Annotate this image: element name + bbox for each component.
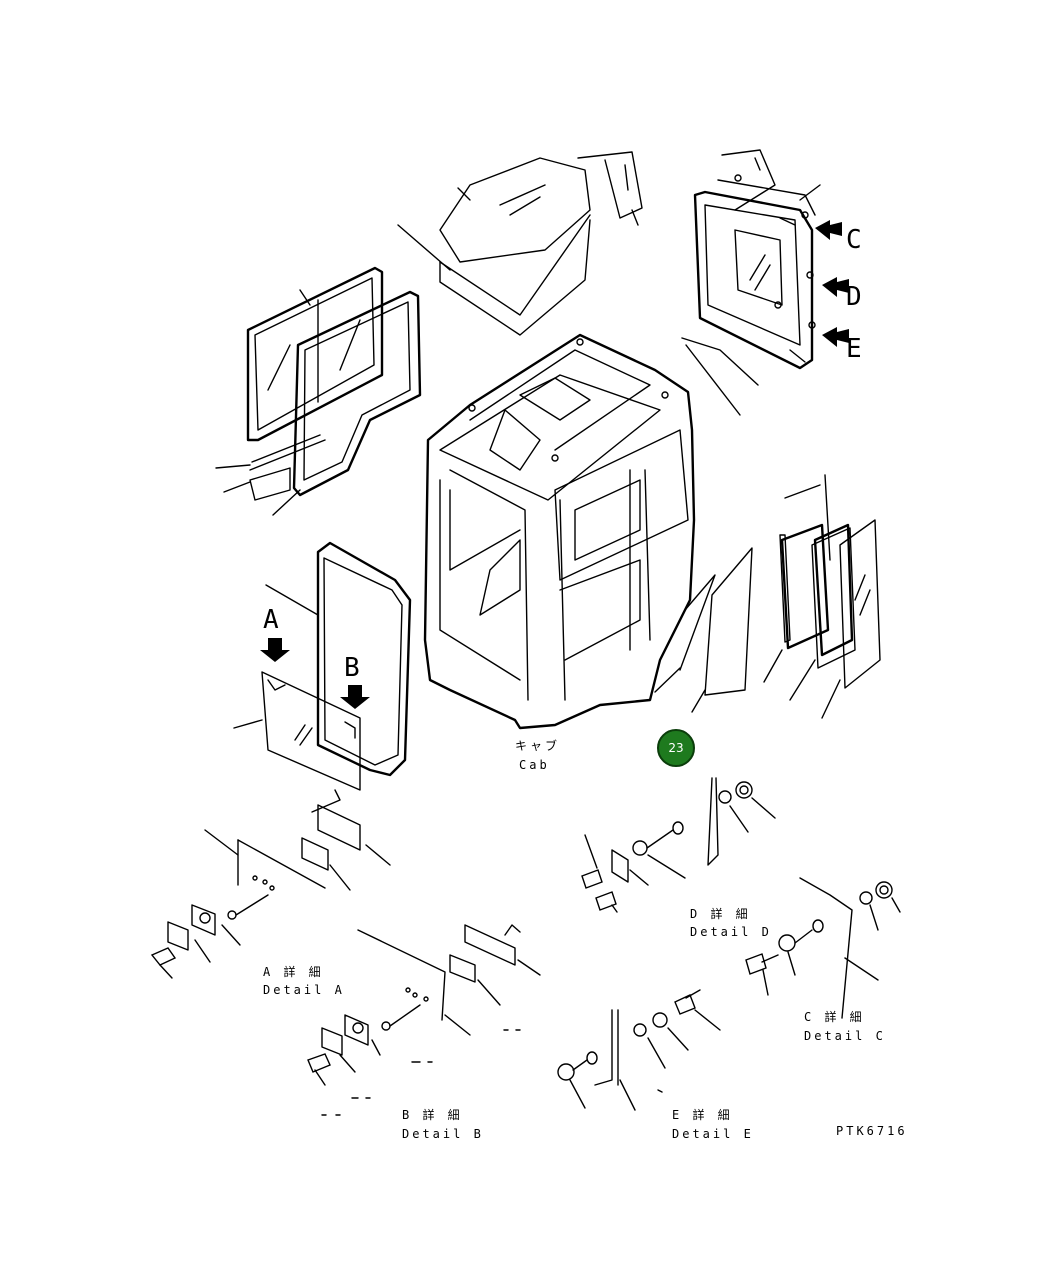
rear-window [681,149,821,416]
callout-letter-b: B [344,653,360,683]
detail-d-drawing [581,777,776,913]
callout-letter-c: C [846,225,862,255]
detail-c-label-jp: C 詳 細 [804,1010,865,1024]
detail-b-label-jp: B 詳 細 [402,1108,463,1122]
door-window-upper [215,266,422,516]
detail-e-drawing [557,989,721,1111]
detail-e-label-en: Detail E [672,1127,754,1141]
detail-c-label-en: Detail C [804,1029,886,1043]
detail-e-label-jp: E 詳 細 [672,1108,733,1122]
callout-arrows-ab [260,638,370,709]
detail-c-drawing [745,877,901,1019]
detail-a-label-jp: A 詳 細 [263,965,324,979]
wiper-part [577,151,643,226]
drawing-code: PTK6716 [836,1124,908,1138]
detail-a-drawing [150,789,391,979]
dash-artifacts [321,1029,521,1116]
detail-d-label-jp: D 詳 細 [690,907,751,921]
detail-a-label-en: Detail A [263,983,345,997]
callout-letter-a: A [263,605,279,635]
side-panels-right [654,474,881,719]
part-hotspot-23[interactable]: 23 [657,729,695,767]
callout-letter-e: E [846,334,862,364]
cab-label-jp: キャブ [515,739,561,753]
detail-b-drawing [307,924,541,1086]
cab-frame [423,333,696,730]
detail-b-label-en: Detail B [402,1127,484,1141]
callout-arrows-cde [815,220,849,347]
callout-letter-d: D [846,282,862,312]
roof-panel [397,157,591,336]
detail-d-label-en: Detail D [690,925,772,939]
front-lower-window [233,541,412,791]
cab-label-en: Cab [519,758,550,772]
